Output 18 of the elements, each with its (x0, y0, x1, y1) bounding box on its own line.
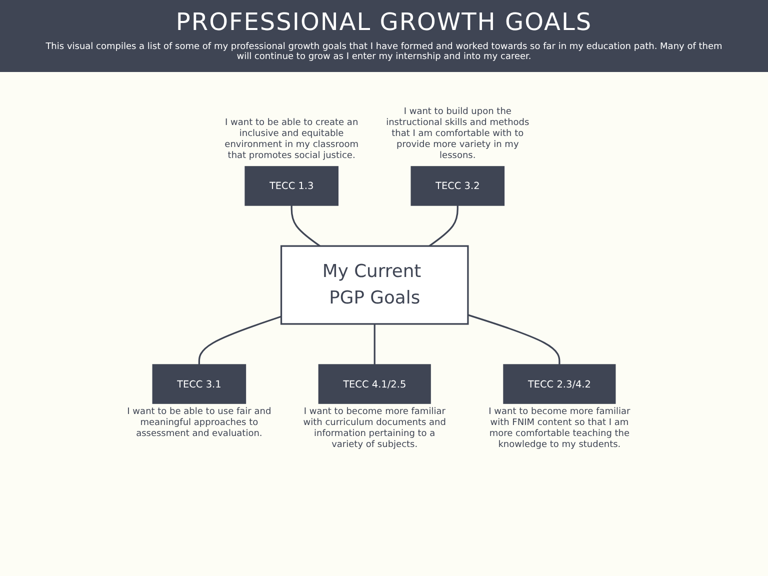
node-box: My Current PGP Goals (280, 244, 469, 324)
connector (290, 204, 320, 246)
node-box: TECC 4.1/2.5 (318, 364, 431, 404)
goal-description: I want to build upon the instructional skills and methods that I am comfortable with to provide more variety in my lessons. (385, 106, 530, 162)
goal-description: I want to be able to create an inclusive and equitable environment in my classroom that promotes social justice. (224, 118, 360, 162)
connector (428, 204, 458, 246)
node-box: TECC 3.1 (152, 364, 246, 404)
goal-description: I want to be able to use fair and meaningful approaches to assessment and evaluation. (126, 407, 272, 440)
connector (198, 315, 282, 364)
connector (468, 314, 560, 364)
node-box: TECC 1.3 (244, 166, 338, 206)
title: PROFESSIONAL GROWTH GOALS (176, 8, 592, 36)
node-box: TECC 3.2 (410, 166, 505, 206)
goal-description: I want to become more familiar with curriculum documents and information pertaining to a variety of subjects. (302, 407, 447, 451)
goal-description: I want to become more familiar with FNIM content so that I am more comfortable teaching the knowledge to my students. (488, 407, 632, 451)
caption: This visual compiles a list of some of my professional growth goals that I have formed and worked towards so far in my education path. Many of them will continue to grow as I enter my internship and into my career. (44, 42, 724, 62)
connector (374, 323, 376, 364)
node-box: TECC 2.3/4.2 (503, 364, 616, 404)
